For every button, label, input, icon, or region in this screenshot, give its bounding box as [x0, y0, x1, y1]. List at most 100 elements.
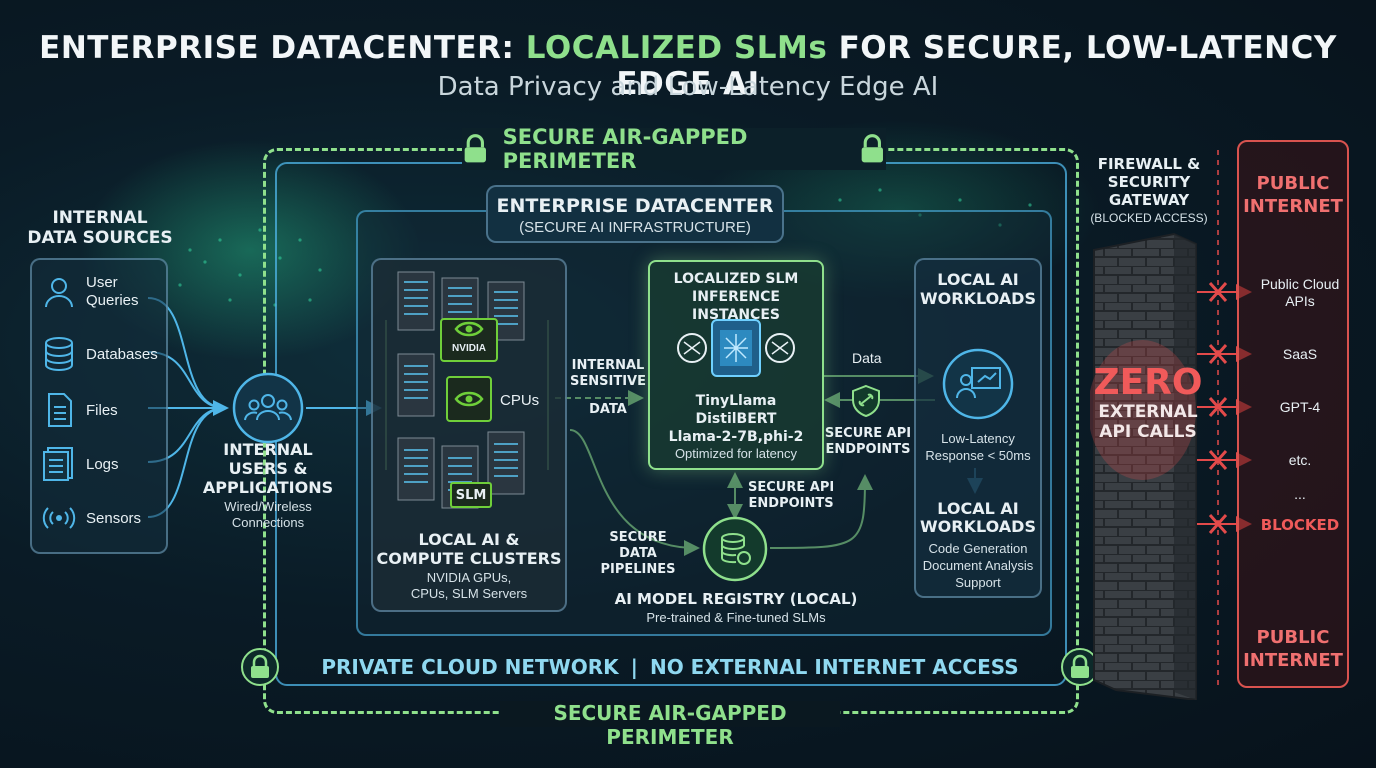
source-label-databases: Databases	[86, 345, 158, 363]
firewall-title-line2: SECURITY	[1107, 173, 1191, 191]
users-label: INTERNAL USERS & APPLICATIONS Wired/Wire…	[196, 440, 340, 531]
datacenter-title: ENTERPRISE DATACENTER	[496, 195, 774, 217]
lock-circle-icon	[241, 648, 279, 686]
users-sub-line2: Connections	[231, 515, 305, 530]
firewall-wall-icon	[1090, 232, 1197, 700]
internet-title-line1: PUBLIC	[1256, 173, 1330, 194]
page-title: ENTERPRISE DATACENTER: LOCALIZED SLMs FO…	[0, 30, 1376, 102]
zero-calls-label: ZERO EXTERNAL API CALLS	[1090, 362, 1206, 443]
perimeter-bottom-label: SECURE AIR-GAPPED PERIMETER	[500, 701, 840, 749]
sources-title: INTERNAL DATA SOURCES	[20, 208, 180, 248]
inference-note: Optimized for latency	[674, 446, 798, 461]
cpu-chip	[446, 376, 492, 422]
workloads-title2-line1: LOCAL AI	[937, 499, 1019, 518]
slm-label: SLM	[455, 487, 487, 503]
source-item-logs: Logs	[42, 446, 119, 482]
compute-label: LOCAL AI & COMPUTE CLUSTERS NVIDIA GPUs,…	[371, 530, 567, 602]
internet-footer: PUBLIC INTERNET	[1237, 626, 1349, 672]
internet-item-saas: SaaS	[1282, 346, 1318, 362]
source-item-files: Files	[46, 392, 118, 428]
users-group-icon	[232, 372, 304, 444]
compute-title-line2: COMPUTE CLUSTERS	[376, 549, 562, 568]
users-title-line2: USERS &	[228, 459, 308, 478]
workloads-title2: LOCAL AI WORKLOADS	[914, 500, 1042, 536]
network-label: PRIVATE CLOUD NETWORK | NO EXTERNAL INTE…	[240, 648, 1100, 686]
shield-link-icon	[852, 384, 880, 418]
sources-title-line2: DATA SOURCES	[27, 228, 173, 248]
latency-line2: Response < 50ms	[925, 448, 1031, 463]
workloads-latency: Low-Latency Response < 50ms	[914, 430, 1042, 464]
nvidia-eye-icon	[454, 321, 484, 337]
source-item-sensors: Sensors	[42, 504, 141, 532]
source-label-sensors: Sensors	[86, 509, 142, 527]
internet-item-ellipsis: ...	[1294, 486, 1306, 502]
network-label-text: PRIVATE CLOUD NETWORK	[321, 655, 619, 679]
registry-db-icon	[702, 516, 768, 582]
perimeter-top-text: SECURE AIR-GAPPED PERIMETER	[502, 125, 748, 173]
source-item-databases: Databases	[42, 336, 158, 372]
users-sub-line1: Wired/Wireless	[224, 499, 312, 514]
workloads-title2-line2: WORKLOADS	[920, 517, 1036, 536]
datacenter-subtitle: (SECURE AI INFRASTRUCTURE)	[519, 219, 751, 236]
internet-footer-line1: PUBLIC	[1256, 627, 1330, 648]
compute-sub-line1: NVIDIA GPUs,	[426, 570, 512, 585]
firewall-title-line3: GATEWAY	[1108, 191, 1190, 209]
users-node	[230, 370, 306, 446]
internet-item-gpt4: GPT-4	[1279, 399, 1321, 415]
flow-data-label: Data	[852, 350, 882, 366]
firewall-label: FIREWALL & SECURITY GATEWAY (BLOCKED ACC…	[1082, 155, 1216, 225]
internet-title-line2: INTERNET	[1243, 196, 1343, 217]
flow-internal-line3: DATA	[589, 402, 627, 417]
task-code-generation: Code Generation	[928, 541, 1028, 556]
zero-line2: EXTERNAL	[1098, 402, 1198, 422]
lock-icon	[464, 134, 486, 163]
flow-pipelines-line2: DATA	[619, 546, 657, 561]
flow-internal-label: INTERNAL SENSITIVE DATA	[566, 358, 650, 418]
latency-line1: Low-Latency	[941, 431, 1015, 446]
workloads-title-line2: WORKLOADS	[920, 289, 1036, 308]
presenter-icon	[942, 348, 1014, 420]
flow-api2-label: SECURE API ENDPOINTS	[822, 426, 914, 458]
network-label-text2: NO EXTERNAL INTERNET ACCESS	[649, 655, 1019, 679]
source-label-files: Files	[86, 401, 118, 419]
sources-panel: User Queries Databases Files Logs Sensor…	[30, 258, 168, 554]
ai-chip-icon	[677, 319, 795, 377]
file-icon	[48, 393, 72, 427]
nvidia-label: NVIDIA	[452, 343, 486, 354]
workloads-title-line1: LOCAL AI	[937, 270, 1019, 289]
internet-item-public-cloud: Public Cloud APIs	[1260, 276, 1340, 309]
title-highlight: LOCALIZED SLMs	[525, 30, 828, 66]
registry-title: AI MODEL REGISTRY (LOCAL)	[614, 590, 858, 608]
workloads-panel	[914, 258, 1042, 598]
flow-pipelines-line3: PIPELINES	[600, 562, 676, 577]
source-label-logs: Logs	[86, 455, 119, 473]
sources-title-line1: INTERNAL	[52, 208, 148, 228]
flow-api1-line2: ENDPOINTS	[748, 496, 834, 511]
inference-title-line2: INFERENCE INSTANCES	[692, 289, 780, 323]
workloads-tasks: Code Generation Document Analysis Suppor…	[914, 540, 1042, 591]
internet-title: PUBLIC INTERNET	[1237, 172, 1349, 218]
source-item-user-queries: User Queries	[42, 274, 139, 310]
flow-internal-line1: INTERNAL	[571, 358, 645, 373]
users-title-line3: APPLICATIONS	[202, 478, 334, 497]
title-part2: FOR SECURE, LOW-LATENCY EDGE AI	[616, 30, 1337, 102]
flow-internal-line2: SENSITIVE	[570, 374, 646, 389]
nvidia-chip: NVIDIA	[440, 318, 498, 362]
flow-api2-line1: SECURE API	[824, 426, 912, 441]
flow-api1-label: SECURE API ENDPOINTS	[748, 480, 834, 512]
flow-api1-line1: SECURE API	[748, 480, 835, 495]
firewall-sub: (BLOCKED ACCESS)	[1090, 211, 1208, 225]
firewall-title-line1: FIREWALL &	[1097, 155, 1201, 173]
cpus-label: CPUs	[500, 392, 540, 409]
user-icon	[45, 278, 73, 308]
model-llama2: Llama-2-7B,phi-2	[668, 429, 804, 445]
zero-text: ZERO	[1093, 362, 1203, 403]
workloads-title: LOCAL AI WORKLOADS	[914, 270, 1042, 308]
model-tinyllama: TinyLlama	[695, 393, 777, 409]
flow-api2-line2: ENDPOINTS	[825, 442, 911, 457]
flow-pipelines-line1: SECURE	[609, 530, 667, 545]
inference-models: TinyLlama DistilBERT Llama-2-7B,phi-2	[648, 392, 824, 446]
zero-line3: API CALLS	[1099, 422, 1197, 442]
perimeter-top-label: SECURE AIR-GAPPED PERIMETER	[462, 125, 886, 173]
logs-icon	[43, 447, 73, 481]
